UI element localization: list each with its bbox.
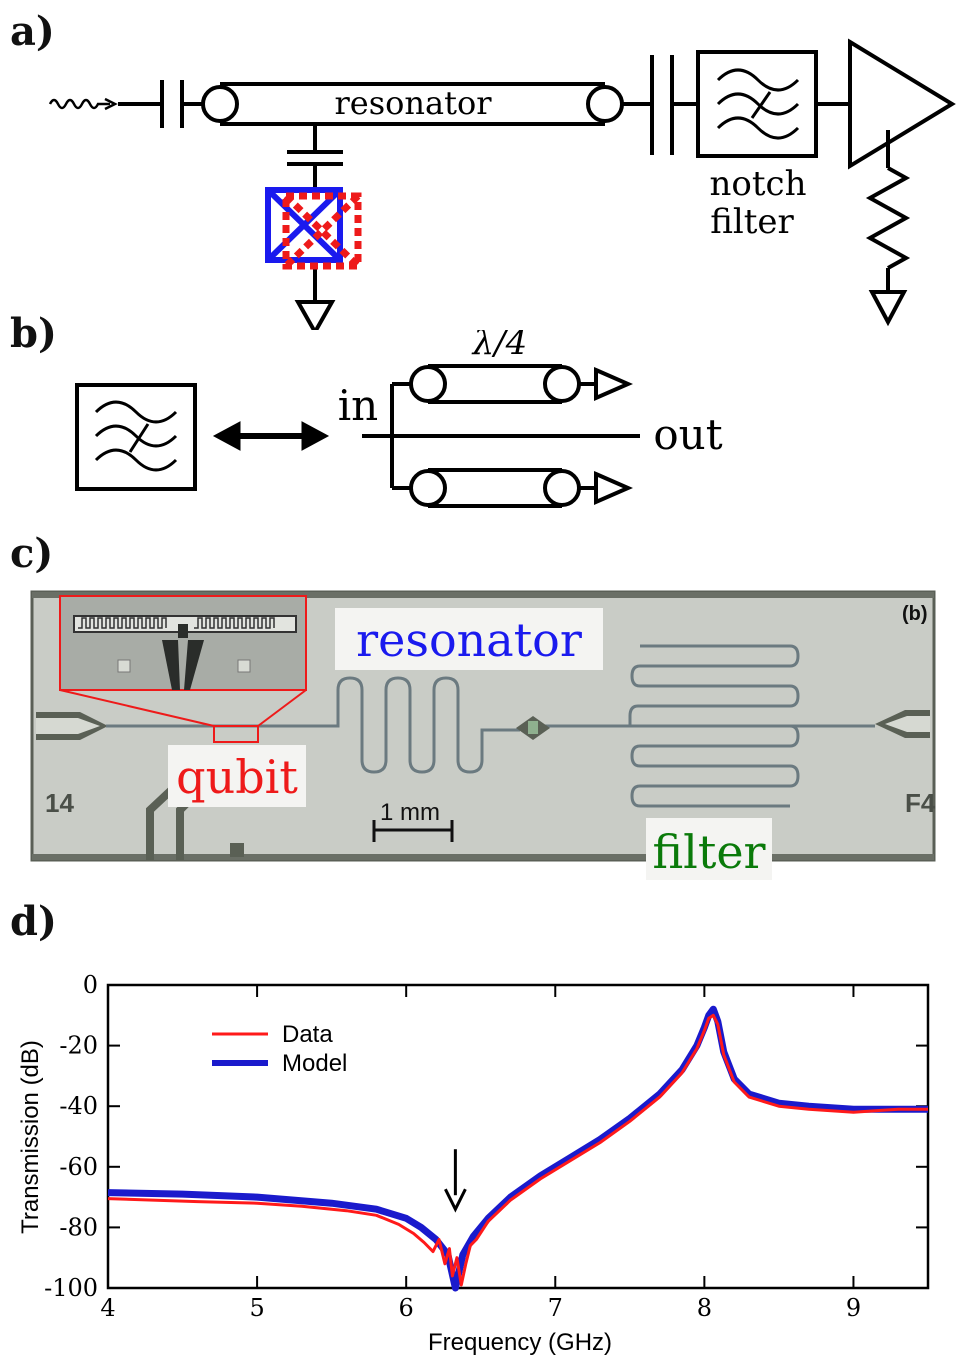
panel-label-c: c) — [10, 530, 54, 577]
double-arrow-icon — [212, 421, 330, 451]
x-tick-label: 4 — [100, 1294, 115, 1322]
ground-icon-qubit — [294, 300, 336, 330]
transmission-chart: 4 5 6 7 8 9 0 -20 -40 -60 -80 -100 Data Model Frequ… — [17, 971, 930, 1356]
notch-label-2: filter — [710, 202, 794, 242]
panel-label-b: b) — [10, 310, 57, 357]
legend-label-data: Data — [282, 1021, 333, 1048]
quarter-wave-stub-top — [409, 364, 633, 404]
y-axis-label: Transmission (dB) — [17, 1040, 44, 1234]
corner-tag-b: (b) — [902, 603, 928, 625]
x-tick-label: 7 — [548, 1294, 563, 1322]
dip-arrow-head — [444, 1188, 467, 1213]
circuit-schematic-a: resonator notch filter — [48, 38, 956, 330]
notch-label-1: notch — [710, 164, 807, 204]
scale-bar-label: 1 mm — [380, 799, 440, 826]
x-axis-label: Frequency (GHz) — [428, 1329, 612, 1356]
resistor-icon — [865, 166, 911, 270]
chip-label-qubit: qubit — [176, 750, 298, 804]
corner-right-label: F4 — [905, 788, 936, 818]
x-tick-label: 6 — [399, 1294, 414, 1322]
microwave-input-icon — [48, 98, 110, 110]
chip-micrograph-c: 1 mm (b) 14 F4 resonator qubit filter — [30, 590, 936, 880]
chip-label-filter: filter — [652, 825, 765, 879]
amplifier-icon — [848, 38, 956, 170]
y-tick-label: 0 — [83, 971, 98, 999]
qubit-junction-blue — [265, 187, 343, 263]
panel-label-d: d) — [10, 898, 57, 945]
corner-left-label: 14 — [45, 788, 74, 818]
x-tick-label: 8 — [697, 1294, 712, 1322]
filter-box-b — [75, 383, 197, 491]
y-tick-label: -100 — [44, 1274, 98, 1302]
filter-equivalence-b: λ/4 in out — [75, 330, 723, 508]
x-tick-label: 9 — [846, 1294, 861, 1322]
out-label: out — [653, 410, 722, 459]
y-tick-label: -20 — [59, 1032, 98, 1060]
y-tick-label: -80 — [59, 1213, 98, 1241]
series-line-model — [107, 1005, 928, 1292]
qubit-inset — [59, 595, 307, 691]
series-line-data — [107, 1013, 928, 1287]
scale-bar — [372, 820, 454, 842]
qubit-junction-red — [282, 192, 362, 270]
quarter-wave-stub-bottom — [409, 468, 633, 508]
in-label: in — [338, 381, 378, 430]
chip-label-resonator: resonator — [356, 613, 582, 667]
panel-label-a: a) — [10, 8, 55, 55]
y-tick-label: -40 — [59, 1092, 98, 1120]
ground-icon-right — [868, 290, 908, 327]
legend-label-model: Model — [282, 1050, 347, 1077]
x-tick-label: 5 — [249, 1294, 264, 1322]
y-tick-label: -60 — [59, 1153, 98, 1181]
plot-frame — [106, 983, 930, 1290]
lambda-label: λ/4 — [471, 330, 528, 363]
resonator-label: resonator — [334, 84, 492, 122]
